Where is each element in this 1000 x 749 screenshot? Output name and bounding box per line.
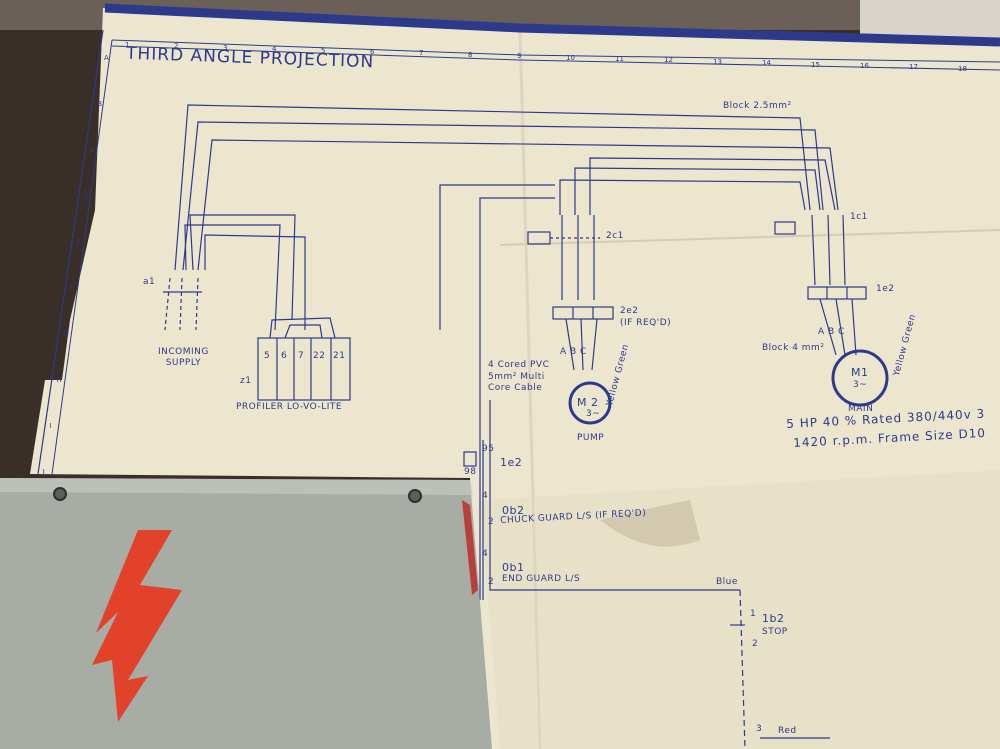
column-number: 4 <box>272 45 277 54</box>
label-2e2: 2e2 <box>620 306 639 316</box>
label-pump: PUMP <box>577 433 605 443</box>
incoming-supply-switch <box>163 277 202 331</box>
terminal-5: 5 <box>264 351 271 361</box>
column-number: 11 <box>615 55 624 63</box>
label-incoming-supply: INCOMING SUPPLY <box>158 347 209 369</box>
label-block-top: Block 2.5mm² <box>723 101 792 111</box>
screw-icon <box>408 489 422 503</box>
terminal-7: 7 <box>298 351 305 361</box>
label-main: MAIN <box>848 404 874 414</box>
label-end-guard: END GUARD L/S <box>502 574 581 584</box>
label-2c1: 2c1 <box>606 231 624 241</box>
label-m2: M 2 <box>577 396 599 409</box>
incoming-supply-text: INCOMING SUPPLY <box>158 347 209 368</box>
label-m1-phase: 3~ <box>853 380 868 390</box>
terminal-block-z1 <box>257 317 351 401</box>
electrical-panel <box>0 478 492 749</box>
terminal-21: 21 <box>333 351 346 361</box>
column-number: 14 <box>762 59 771 68</box>
label-stop: STOP <box>762 627 788 637</box>
label-a1: a1 <box>143 277 156 287</box>
label-cable-note: 4 Cored PVC 5mm² Multi Core Cable <box>488 360 550 394</box>
column-number: 8 <box>468 50 473 59</box>
column-number: 18 <box>958 64 967 73</box>
column-number: 2 <box>174 42 179 51</box>
column-number: 17 <box>909 63 918 72</box>
label-1c1: 1c1 <box>850 212 868 222</box>
label-4a: 4 <box>482 491 489 501</box>
column-number: 7 <box>419 49 424 58</box>
top-bus-wires <box>174 104 839 600</box>
label-95: 95 <box>482 444 495 454</box>
label-0b2: 0b2 <box>502 504 525 517</box>
label-2c: 2 <box>752 639 759 649</box>
column-number: 5 <box>321 46 326 55</box>
column-number: 13 <box>713 57 722 66</box>
column-number: 1 <box>125 41 130 49</box>
label-98: 98 <box>464 467 477 477</box>
label-m1: M1 <box>851 366 869 379</box>
row-letter: A <box>104 54 109 62</box>
contactor-1c1 <box>774 214 867 356</box>
label-1: 1 <box>750 609 757 619</box>
label-0b1: 0b1 <box>502 561 525 574</box>
label-1b2: 1b2 <box>762 612 785 625</box>
label-4b: 4 <box>482 549 489 559</box>
row-letter: D <box>83 192 89 200</box>
column-number: 9 <box>517 52 522 61</box>
label-1e2-right: 1e2 <box>876 284 895 294</box>
label-2a: 2 <box>488 517 495 527</box>
motor-icon <box>568 381 612 425</box>
label-3: 3 <box>756 724 763 734</box>
motor-icon <box>831 349 889 407</box>
column-number: 6 <box>370 48 375 56</box>
column-number: 15 <box>811 60 820 69</box>
row-letter: C <box>90 146 96 154</box>
column-number: 10 <box>566 53 575 62</box>
column-number: 12 <box>664 56 673 65</box>
row-letter: F <box>70 284 75 292</box>
contactor-2c1 <box>489 215 740 591</box>
label-z1: z1 <box>240 376 252 386</box>
screw-icon <box>53 487 67 501</box>
lightning-bolt-icon <box>92 530 182 722</box>
label-block-4: Block 4 mm² <box>762 343 825 353</box>
label-m2-phase: 3~ <box>586 409 601 419</box>
label-2e2-note: (IF REQ'D) <box>620 318 672 328</box>
column-number: 16 <box>860 62 869 70</box>
terminal-6: 6 <box>281 351 288 361</box>
row-letter: B <box>97 100 102 108</box>
control-circuit <box>463 440 830 749</box>
label-1e2: 1e2 <box>500 456 523 469</box>
row-letter: I <box>49 422 52 430</box>
label-blue: Blue <box>716 577 738 587</box>
label-abc-right: A B C <box>818 327 845 337</box>
row-letter: G <box>63 330 69 338</box>
label-red: Red <box>778 726 797 736</box>
label-abc-left: A B C <box>560 347 587 357</box>
row-letter: E <box>76 238 82 246</box>
row-letter: J <box>42 468 45 476</box>
row-letter: H <box>56 376 62 384</box>
label-profiler: PROFILER LO-VO-LITE <box>236 402 343 412</box>
terminal-22: 22 <box>313 351 326 361</box>
column-number: 3 <box>223 43 228 52</box>
label-2b: 2 <box>488 577 495 587</box>
